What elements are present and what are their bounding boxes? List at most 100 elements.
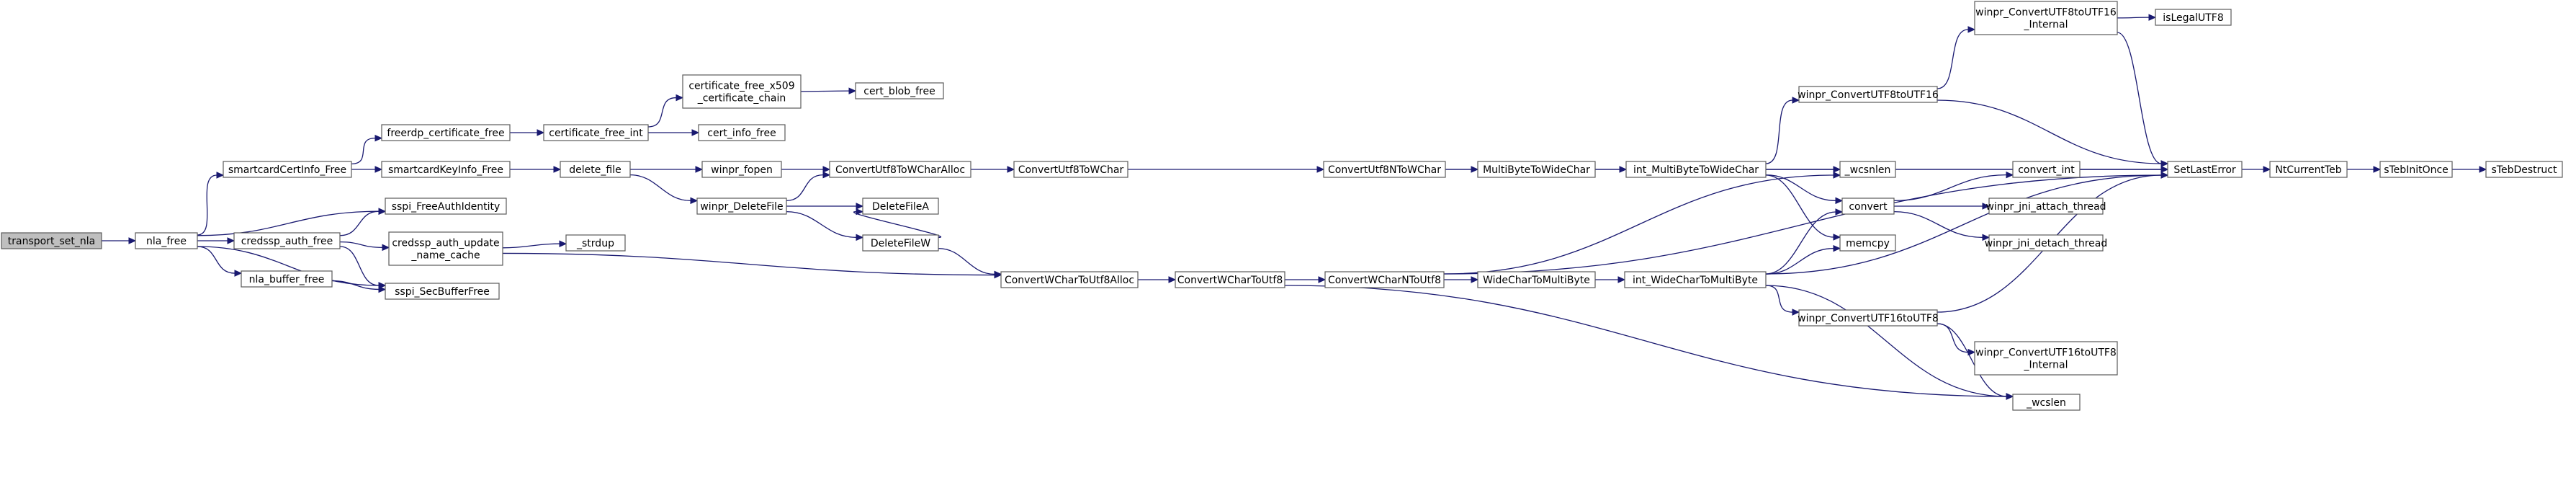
edge-winpr_ConvertUTF16toUTF8-to-_wcslen (1937, 323, 2014, 400)
node-memcpy[interactable]: memcpy (1839, 234, 1896, 252)
node-box (1839, 161, 1896, 178)
node-label: _wcslen (2026, 397, 2066, 409)
node-box (2269, 161, 2348, 178)
node-label: certificate_free_int (549, 128, 643, 139)
node-cert_blob_free[interactable]: cert_blob_free (855, 82, 944, 99)
node-label: winpr_ConvertUTF16toUTF8 (1798, 313, 1939, 324)
node-ConvertUtf8ToWChar[interactable]: ConvertUtf8ToWChar (1013, 161, 1128, 178)
arrowhead (1982, 203, 1991, 210)
node-nla_buffer_free[interactable]: nla_buffer_free (241, 270, 333, 288)
node-certificate_free_int[interactable]: certificate_free_int (543, 124, 649, 141)
node-label: sTebInitOnce (2384, 164, 2449, 176)
node-credssp_auth_free[interactable]: credssp_auth_free (233, 232, 341, 249)
edge-nla_free-to-smartcardCertInfo_Free (197, 172, 225, 236)
edge-int_MultiByteToWideChar-to-winpr_ConvertUTF8toUTF16 (1765, 97, 1800, 164)
edge-certificate_free_int-to-cert_info_free (648, 129, 700, 136)
node-winpr_ConvertUTF8toUTF16[interactable]: winpr_ConvertUTF8toUTF16 (1798, 86, 1939, 103)
node-box (682, 74, 802, 109)
edge-line (339, 210, 380, 236)
edge-smartcardKeyInfo_Free-to-delete_file (510, 166, 562, 173)
node-ConvertWCharToUtf8[interactable]: ConvertWCharToUtf8 (1175, 271, 1285, 288)
node-box (1839, 234, 1896, 252)
node-winpr_ConvertUTF16toUTF8_Internal[interactable]: winpr_ConvertUTF16toUTF8_Internal (1974, 341, 2118, 376)
node-ConvertUtf8NToWChar[interactable]: ConvertUtf8NToWChar (1323, 161, 1446, 178)
node-nla_free[interactable]: nla_free (135, 232, 198, 249)
edge-line (938, 248, 995, 275)
node-DeleteFileA[interactable]: DeleteFileA (862, 198, 939, 215)
node-sTebInitOnce[interactable]: sTebInitOnce (2379, 161, 2453, 178)
node-_strdup[interactable]: _strdup (565, 234, 626, 252)
node-_wcslen[interactable]: _wcslen (2012, 394, 2081, 411)
edge-freerdp_certificate_free-to-certificate_free_int (510, 129, 545, 136)
arrowhead (2006, 393, 2014, 400)
node-winpr_ConvertUTF8toUTF16_Internal[interactable]: winpr_ConvertUTF8toUTF16_Internal (1974, 1, 2118, 35)
node-box (2155, 9, 2232, 26)
node-sspi_SecBufferFree[interactable]: sspi_SecBufferFree (385, 283, 500, 300)
node-credssp_auth_update_name_cache[interactable]: credssp_auth_update_name_cache (388, 231, 503, 266)
node-box (1477, 271, 1596, 288)
arrowhead (1007, 166, 1015, 173)
edge-winpr_ConvertUTF8toUTF16-to-SetLastError (1937, 99, 2169, 167)
node-MultiByteToWideChar[interactable]: MultiByteToWideChar (1477, 161, 1596, 178)
node-isLegalUTF8[interactable]: isLegalUTF8 (2155, 9, 2232, 26)
edge-line (800, 90, 850, 92)
arrowhead (2160, 172, 2169, 179)
node-box (701, 161, 782, 178)
node-int_WideCharToMultiByte[interactable]: int_WideCharToMultiByte (1624, 271, 1767, 288)
node-sspi_FreeAuthIdentity[interactable]: sspi_FreeAuthIdentity (385, 198, 507, 215)
node-box (2012, 161, 2081, 178)
node-winpr_ConvertUTF16toUTF8[interactable]: winpr_ConvertUTF16toUTF8 (1798, 309, 1939, 327)
node-winpr_jni_attach_thread[interactable]: winpr_jni_attach_thread (1985, 198, 2106, 215)
node-sTebDestruct[interactable]: sTebDestruct (2485, 161, 2563, 178)
node-_wcsnlen[interactable]: _wcsnlen (1839, 161, 1896, 178)
node-label: _certificate_chain (697, 93, 786, 105)
node-winpr_DeleteFile[interactable]: winpr_DeleteFile (696, 198, 787, 215)
edge-line (1937, 323, 1969, 353)
node-convert_int[interactable]: convert_int (2012, 161, 2081, 178)
node-smartcardKeyInfo_Free[interactable]: smartcardKeyInfo_Free (381, 161, 511, 178)
node-delete_file[interactable]: delete_file (560, 161, 631, 178)
node-WideCharToMultiByte[interactable]: WideCharToMultiByte (1477, 271, 1596, 288)
node-NtCurrentTeb[interactable]: NtCurrentTeb (2269, 161, 2348, 178)
arrowhead (559, 240, 567, 247)
node-winpr_fopen[interactable]: winpr_fopen (701, 161, 782, 178)
node-convert[interactable]: convert (1841, 198, 1895, 215)
edge-sTebInitOnce-to-sTebDestruct (2452, 166, 2487, 173)
node-certificate_free_x509_certificate_chain[interactable]: certificate_free_x509_certificate_chain (682, 74, 802, 109)
edge-line (339, 246, 380, 286)
node-ConvertWCharToUtf8Alloc[interactable]: ConvertWCharToUtf8Alloc (1000, 271, 1139, 288)
edge-line (1893, 174, 2007, 201)
node-label: ConvertUtf8ToWCharAlloc (835, 164, 965, 176)
node-box (862, 234, 939, 252)
edge-credssp_auth_free-to-sspi_FreeAuthIdentity (339, 208, 387, 236)
node-transport_set_nla[interactable]: transport_set_nla (1, 232, 102, 249)
edge-line (2117, 32, 2162, 164)
node-label: winpr_ConvertUTF8toUTF16 (1975, 7, 2117, 19)
node-label: smartcardKeyInfo_Free (388, 164, 503, 176)
node-SetLastError[interactable]: SetLastError (2167, 161, 2243, 178)
node-ConvertUtf8ToWCharAlloc[interactable]: ConvertUtf8ToWCharAlloc (829, 161, 971, 178)
edge-line (853, 211, 941, 238)
node-label: ConvertWCharToUtf8Alloc (1005, 275, 1134, 286)
node-int_MultiByteToWideChar[interactable]: int_MultiByteToWideChar (1625, 161, 1767, 178)
arrowhead (691, 129, 700, 136)
node-box (1000, 271, 1139, 288)
node-DeleteFileW[interactable]: DeleteFileW (862, 234, 939, 252)
edge-line (197, 174, 217, 236)
arrowhead (695, 166, 704, 173)
arrowhead (2148, 14, 2157, 21)
node-label: certificate_free_x509 (688, 81, 794, 92)
node-cert_info_free[interactable]: cert_info_free (698, 124, 786, 141)
node-smartcardCertInfo_Free[interactable]: smartcardCertInfo_Free (223, 161, 352, 178)
node-label: ConvertWCharToUtf8 (1177, 275, 1283, 286)
node-winpr_jni_detach_thread[interactable]: winpr_jni_detach_thread (1985, 234, 2108, 252)
edge-line (647, 97, 677, 128)
arrowhead (2160, 166, 2169, 173)
edge-int_WideCharToMultiByte-to-winpr_ConvertUTF16toUTF8 (1765, 285, 1800, 316)
node-ConvertWCharNToUtf8[interactable]: ConvertWCharNToUtf8 (1324, 271, 1445, 288)
arrowhead (374, 166, 383, 173)
node-label: _strdup (576, 238, 614, 249)
node-label: cert_info_free (707, 128, 776, 139)
node-freerdp_certificate_free[interactable]: freerdp_certificate_free (381, 124, 511, 141)
edge-layer (102, 14, 2487, 400)
